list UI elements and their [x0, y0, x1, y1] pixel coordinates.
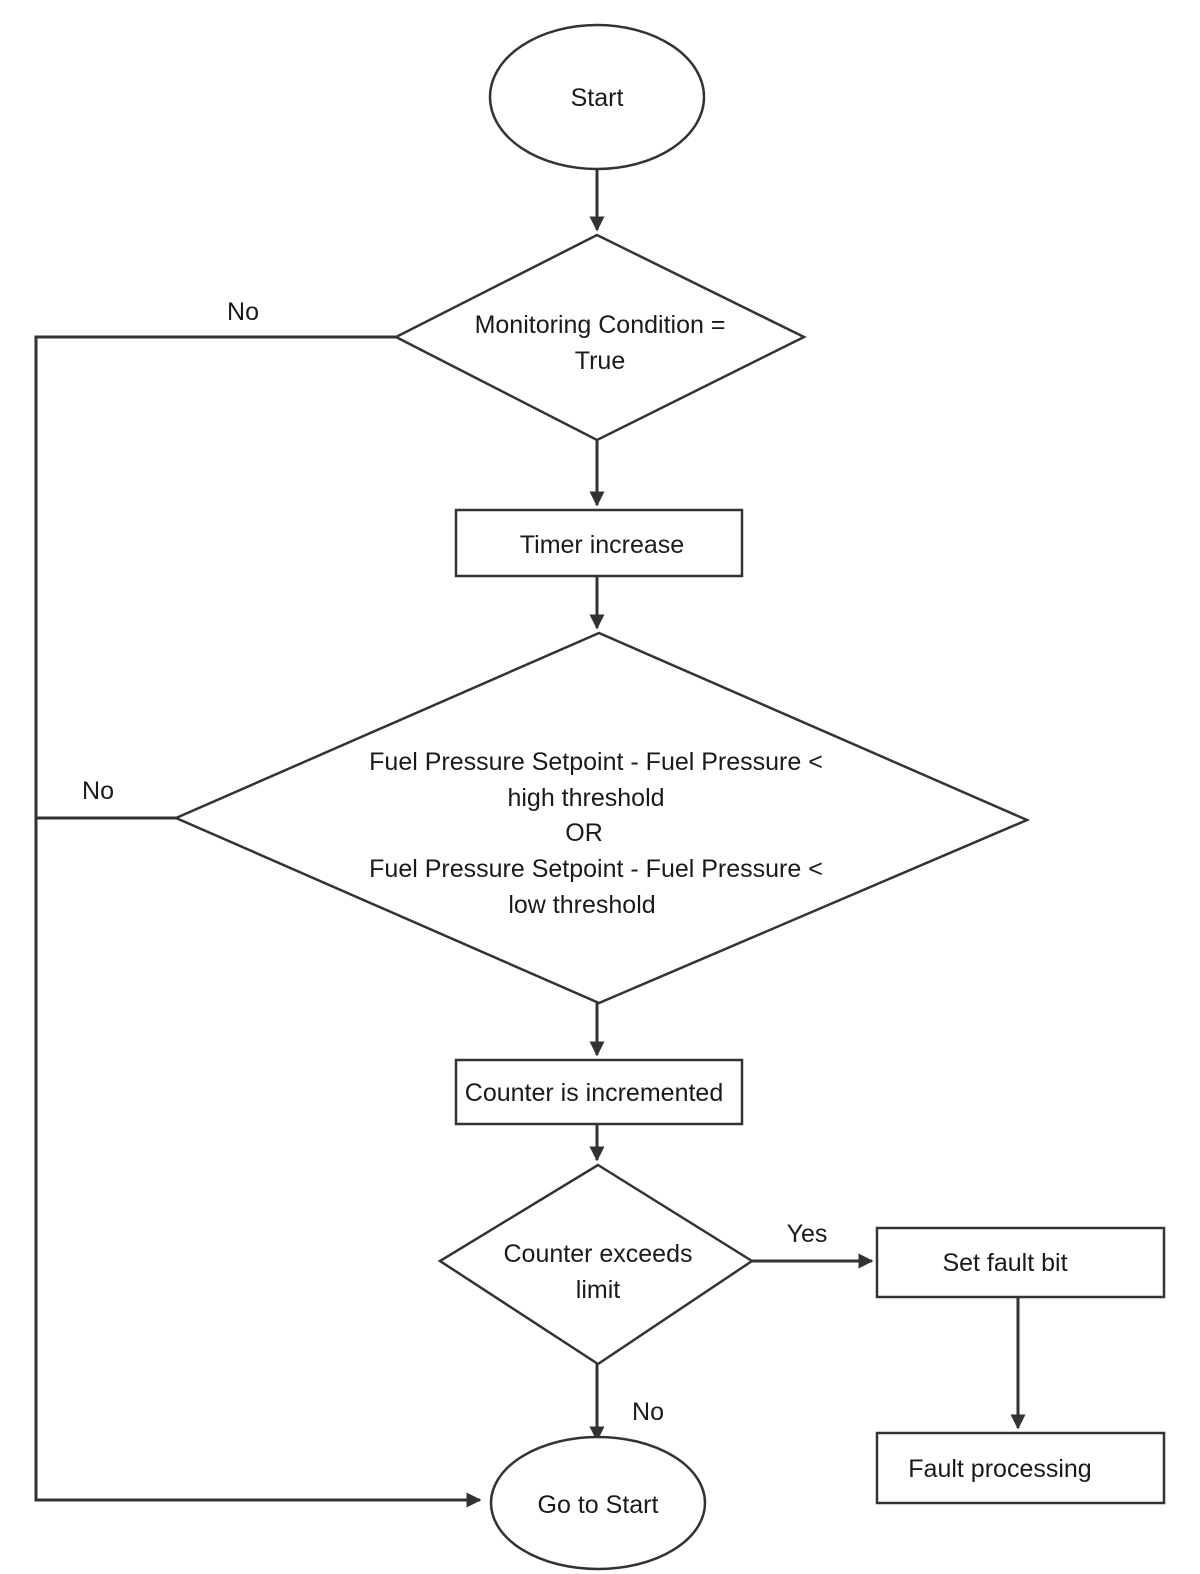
- counter-exceeds-decision: Counter exceeds limit: [437, 1163, 755, 1366]
- fuel-pressure-decision: Fuel Pressure Setpoint - Fuel Pressure <…: [172, 631, 1031, 1005]
- branch-label-no-exceeds: No: [632, 1398, 664, 1426]
- fault-processing-process: Fault processing: [875, 1431, 1166, 1505]
- counter-box: [454, 1058, 744, 1126]
- counter-incremented-process: Counter is incremented: [454, 1058, 744, 1126]
- monitoring-label-line2: True: [575, 347, 625, 375]
- pressure-label-line5: low threshold: [508, 891, 655, 919]
- goto-start-oval: [489, 1435, 707, 1571]
- set-fault-label: Set fault bit: [942, 1249, 1067, 1277]
- monitoring-label-line1: Monitoring Condition =: [475, 311, 726, 339]
- monitoring-condition-decision: Monitoring Condition = True: [393, 233, 807, 442]
- connectors: [34, 168, 1026, 1508]
- goto-start-node: Go to Start: [489, 1435, 707, 1571]
- pressure-diamond: [172, 631, 1031, 1005]
- branch-label-no-monitoring: No: [227, 298, 259, 326]
- monitoring-diamond: [393, 233, 807, 442]
- set-fault-bit-process: Set fault bit: [875, 1226, 1166, 1299]
- timer-increase-process: Timer increase: [454, 508, 744, 578]
- pressure-label-line3: OR: [565, 819, 603, 847]
- fault-processing-box: [875, 1431, 1166, 1505]
- branch-label-no-pressure: No: [82, 777, 114, 805]
- exceeds-diamond: [437, 1163, 755, 1366]
- counter-label: Counter is incremented: [465, 1079, 723, 1107]
- pressure-label-line1: Fuel Pressure Setpoint - Fuel Pressure <: [369, 748, 823, 776]
- branch-label-yes-exceeds: Yes: [787, 1220, 828, 1248]
- pressure-label-line4: Fuel Pressure Setpoint - Fuel Pressure <: [369, 855, 823, 883]
- exceeds-label-line1: Counter exceeds: [503, 1240, 692, 1268]
- set-fault-box: [875, 1226, 1166, 1299]
- start-node: Start: [488, 23, 706, 171]
- start-oval: [488, 23, 706, 171]
- pressure-label-line2: high threshold: [507, 784, 664, 812]
- loop-back-no-path: [34, 335, 482, 1508]
- start-label: Start: [571, 84, 624, 112]
- goto-start-label: Go to Start: [538, 1491, 659, 1519]
- timer-box: [454, 508, 744, 578]
- fault-processing-label: Fault processing: [908, 1455, 1091, 1483]
- timer-label: Timer increase: [520, 531, 684, 559]
- exceeds-label-line2: limit: [576, 1276, 620, 1304]
